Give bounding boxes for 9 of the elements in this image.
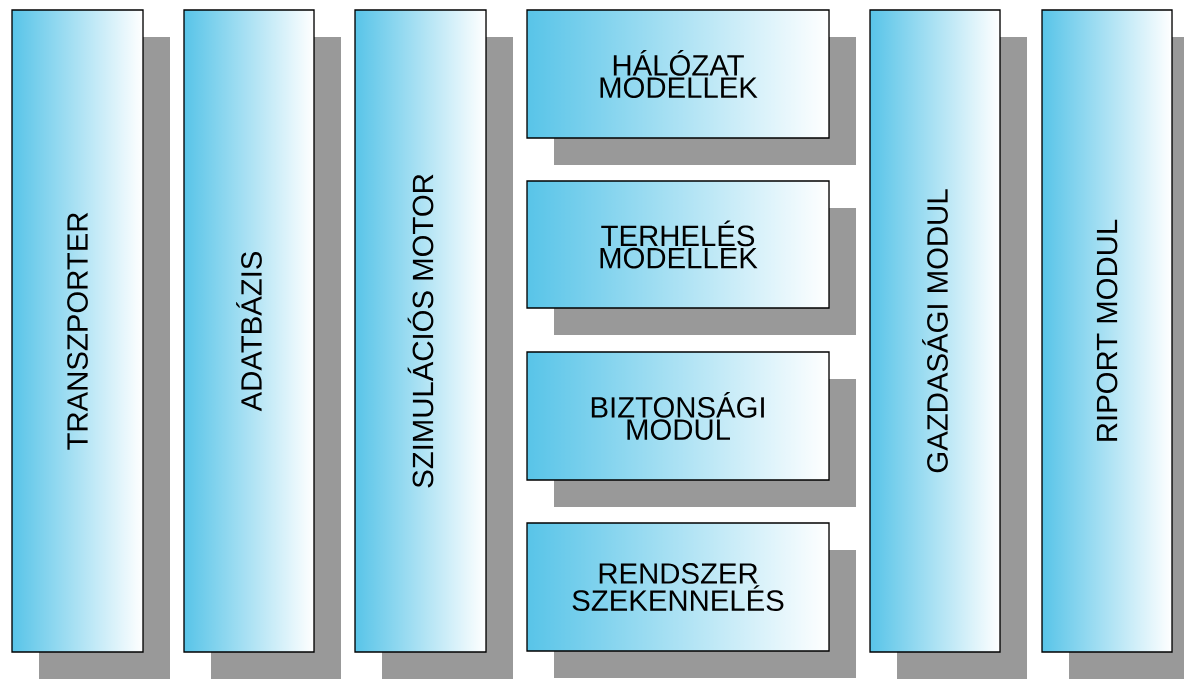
module-box: SZIMULÁCIÓS MOTOR (354, 9, 513, 679)
module-box: RIPORT MODUL (1041, 9, 1184, 679)
module-box: GAZDASÁGI MODUL (869, 9, 1027, 679)
module-box: TRANSZPORTER (11, 9, 170, 679)
module-box: BIZTONSÁGI MODUL (526, 351, 856, 507)
module-box: HÁLÓZAT MODELLEK (526, 9, 856, 165)
module-box: RENDSZER SZEKENNELÉS (526, 522, 856, 678)
module-box: ADATBÁZIS (183, 9, 341, 679)
module-box: TERHELÉS MODELLEK (526, 180, 856, 335)
